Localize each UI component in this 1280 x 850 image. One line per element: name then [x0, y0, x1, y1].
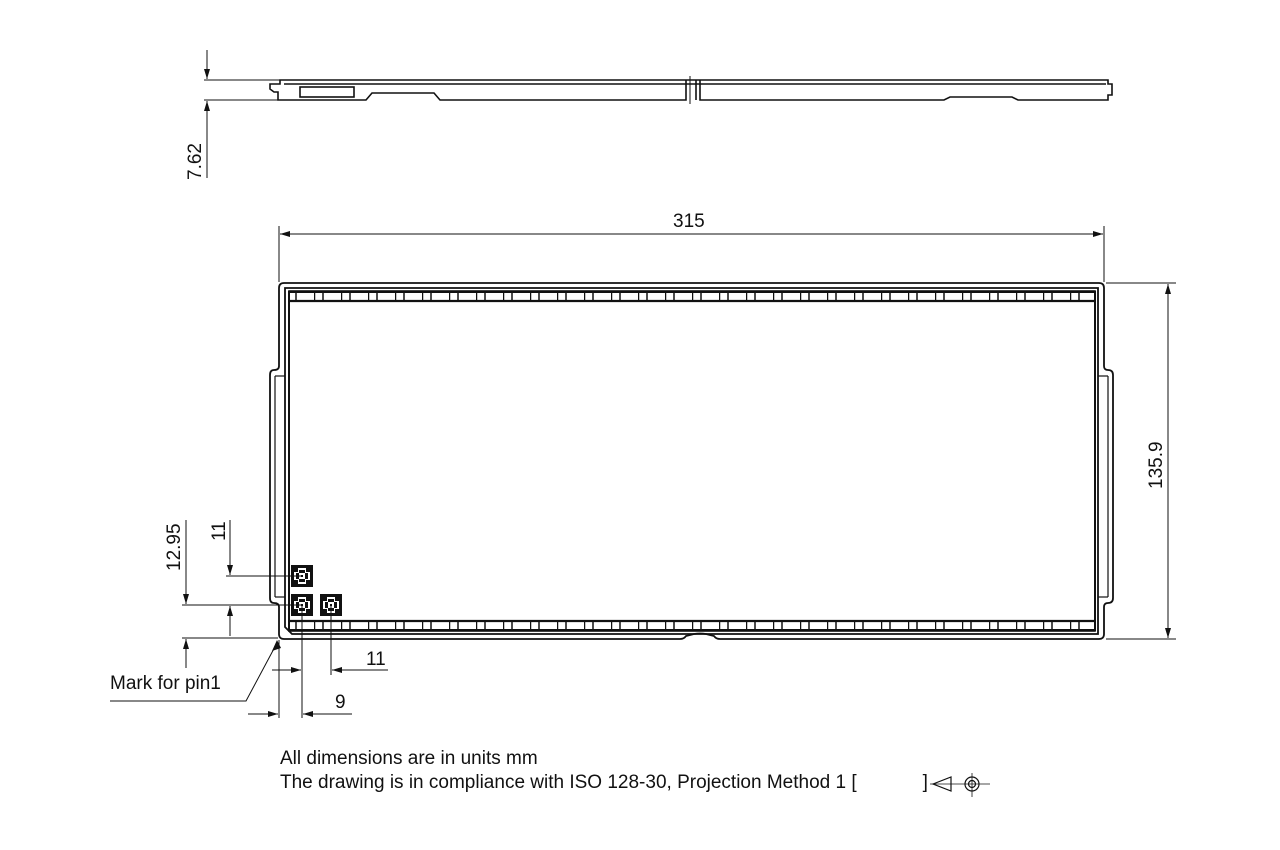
height-label: 135.9: [1146, 441, 1167, 489]
height-dimension: [1106, 282, 1176, 640]
first-angle-projection-icon: [930, 773, 990, 797]
width-dimension: [278, 226, 1105, 282]
pad-pitch-vertical-label: 11: [209, 521, 230, 541]
side-height-label: 7.62: [185, 143, 206, 180]
pin1-leader-arrow: [272, 640, 281, 651]
pin-offset-horizontal-label: 9: [335, 692, 346, 713]
side-view: [269, 76, 1113, 104]
units-note: All dimensions are in units mm: [280, 748, 538, 769]
top-pin-row: [288, 290, 1096, 302]
pad-pitch-horizontal-label: 11: [366, 649, 386, 670]
pin-offset-vertical-label: 12.95: [164, 523, 185, 571]
side-height-dimension: [204, 50, 280, 178]
iso-note-bracket: ]: [922, 772, 928, 793]
module-frame: [269, 282, 1114, 640]
pin-dimensions: [110, 520, 388, 718]
pin1-pads: [291, 565, 342, 616]
iso-note: The drawing is in compliance with ISO 12…: [280, 772, 928, 794]
bottom-pin-row: [288, 620, 1096, 632]
iso-note-text: The drawing is in compliance with ISO 12…: [280, 772, 857, 793]
width-label: 315: [673, 211, 705, 232]
pin1-mark-label: Mark for pin1: [110, 673, 221, 694]
